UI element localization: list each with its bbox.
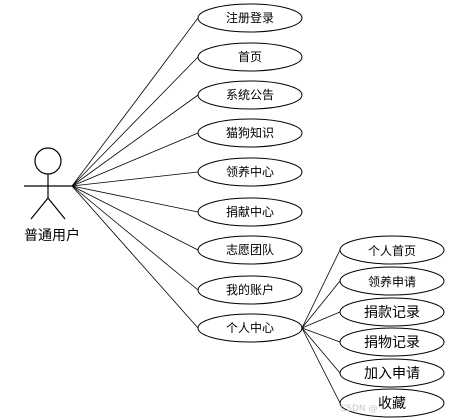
association-line	[301, 249, 341, 329]
use-case-ellipse	[197, 80, 303, 110]
use-case-register-login[interactable]: 注册登录	[197, 3, 303, 33]
association-lines	[71, 17, 341, 404]
use-case-label: 注册登录	[226, 10, 274, 25]
use-case-label: 领养申请	[368, 274, 416, 289]
actor-right-leg	[47, 197, 66, 220]
actor-head	[34, 147, 62, 175]
use-case-label: 猫狗知识	[226, 126, 274, 140]
actor-label: 普通用户	[24, 227, 80, 244]
use-case-ellipse	[339, 235, 445, 265]
actor-left-leg	[30, 197, 49, 220]
use-case-label: 加入申请	[364, 366, 420, 382]
association-line	[71, 185, 199, 291]
use-case-personal-center[interactable]: 个人中心	[197, 313, 303, 343]
use-case-volunteer-team[interactable]: 志愿团队	[197, 235, 303, 265]
association-line	[71, 185, 199, 329]
use-case-system-notice[interactable]: 系统公告	[197, 80, 303, 110]
use-case-ellipse	[197, 3, 303, 33]
use-case-ellipse	[339, 358, 445, 388]
use-case-label: 志愿团队	[226, 242, 274, 257]
use-case-home[interactable]: 首页	[197, 42, 303, 72]
use-case-my-account[interactable]: 我的账户	[197, 275, 303, 305]
sub-use-case-favorites[interactable]: 收藏	[339, 388, 445, 418]
use-case-ellipse	[339, 297, 445, 327]
association-line	[71, 94, 199, 187]
association-line	[301, 280, 341, 329]
watermark: CSDN @	[340, 404, 378, 414]
use-case-ellipse	[339, 266, 445, 296]
use-case-label: 领养中心	[226, 164, 274, 179]
sub-use-case-donation-goods-record[interactable]: 捐物记录	[339, 327, 445, 357]
use-case-ellipse	[197, 157, 303, 187]
sub-use-case-adoption-application[interactable]: 领养申请	[339, 266, 445, 296]
use-case-label: 捐款记录	[364, 305, 420, 321]
sub-use-case-personal-home[interactable]: 个人首页	[339, 235, 445, 265]
sub-use-case-donation-money-record[interactable]: 捐款记录	[339, 297, 445, 327]
association-line	[301, 327, 341, 374]
use-case-donation-center[interactable]: 捐献中心	[197, 197, 303, 227]
association-line	[301, 327, 341, 343]
use-case-adoption-center[interactable]: 领养中心	[197, 157, 303, 187]
use-case-pet-knowledge[interactable]: 猫狗知识	[197, 118, 303, 148]
use-case-label: 个人中心	[226, 320, 274, 335]
association-line	[71, 185, 199, 251]
association-line	[71, 171, 199, 187]
use-case-label: 首页	[238, 50, 262, 64]
use-case-ellipse	[339, 388, 445, 418]
use-case-label: 捐献中心	[226, 204, 274, 219]
association-line	[71, 56, 199, 187]
association-line	[301, 327, 341, 404]
use-case-ellipse	[197, 313, 303, 343]
use-case-ellipse	[197, 197, 303, 227]
use-case-label: 我的账户	[226, 282, 274, 297]
sub-use-case-join-application[interactable]: 加入申请	[339, 358, 445, 388]
use-case-ellipse	[197, 118, 303, 148]
use-case-label: 捐物记录	[364, 335, 420, 351]
association-line	[71, 132, 199, 187]
use-case-ellipse	[339, 327, 445, 357]
use-case-label: 收藏	[378, 396, 406, 412]
actor-figure[interactable]	[24, 147, 72, 220]
use-case-ellipse	[197, 275, 303, 305]
association-line	[71, 17, 199, 187]
use-case-label: 个人首页	[368, 244, 416, 258]
use-case-ellipse	[197, 42, 303, 72]
association-line	[301, 311, 341, 329]
association-line	[71, 185, 199, 213]
use-case-ellipse	[197, 235, 303, 265]
use-case-label: 系统公告	[226, 88, 274, 102]
